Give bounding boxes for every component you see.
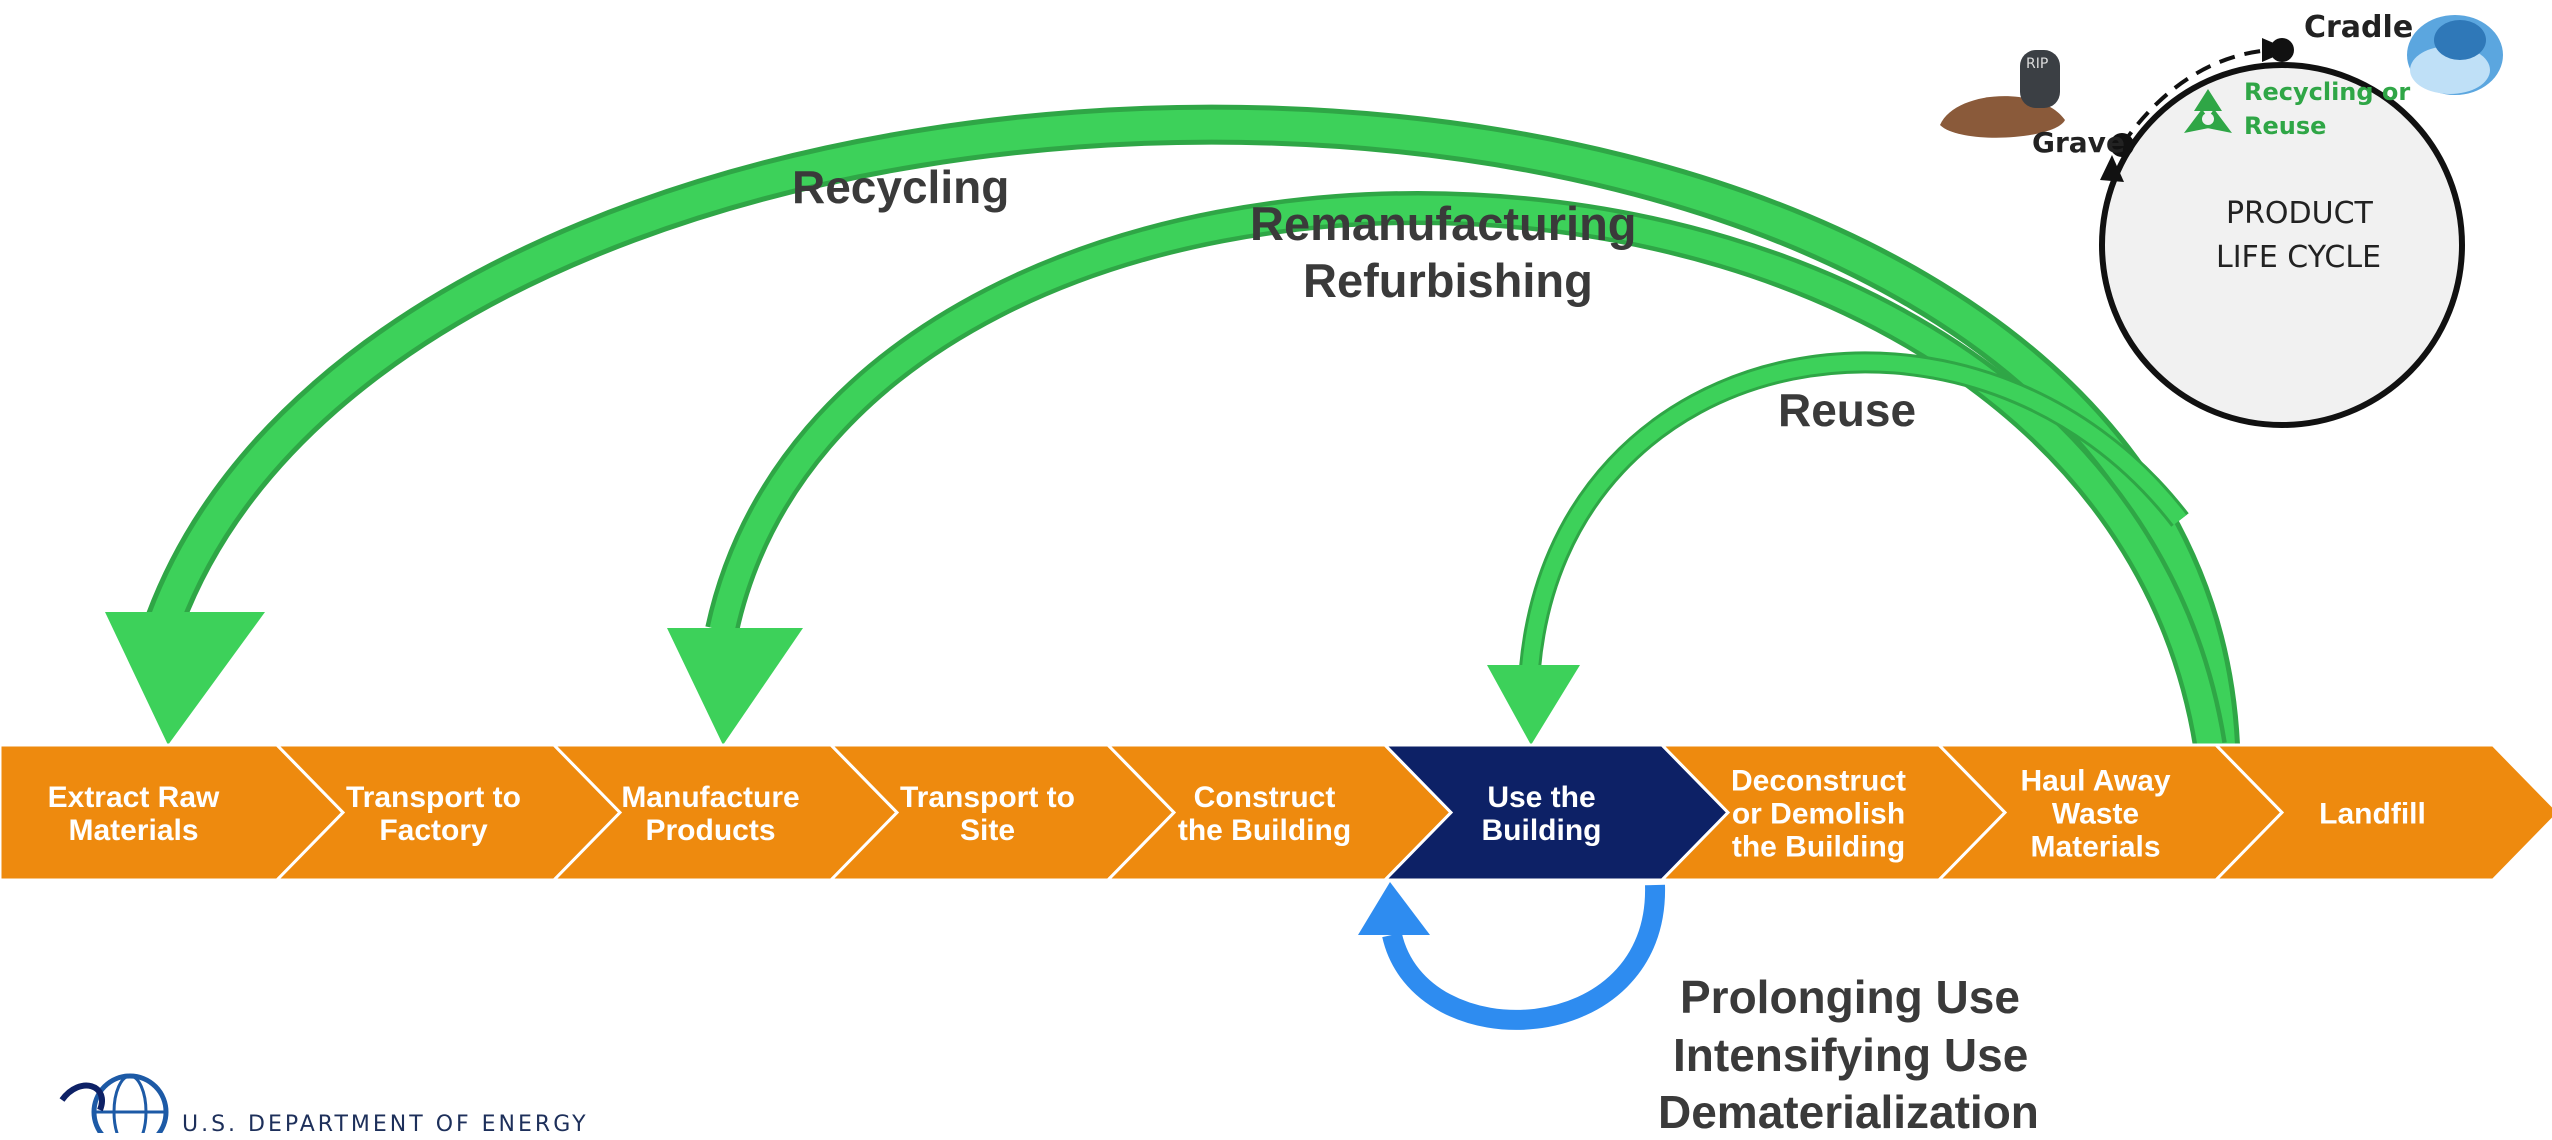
process-step-label-line: the Building: [1178, 814, 1351, 847]
remanufacturing-label: Remanufacturing: [1250, 197, 1637, 250]
recycle-dashed-arrow: [2120, 48, 2271, 147]
process-step-label-line: Site: [960, 814, 1015, 847]
cradle-label: Cradle: [2304, 10, 2414, 45]
reuse-label: Reuse: [1778, 384, 1917, 436]
process-step-label-line: Waste: [2052, 798, 2139, 831]
inset-center-line2: LIFE CYCLE: [2216, 240, 2382, 275]
process-step-label-line: Products: [645, 814, 775, 847]
product-life-cycle-inset: [1940, 15, 2503, 428]
prolonging-arrow: [1358, 882, 1666, 1030]
refurbishing-label: Refurbishing: [1303, 254, 1593, 307]
recycling-or-label: Recycling or: [2244, 78, 2411, 106]
reuse-arrow: [1487, 351, 2189, 745]
grave-label: Grave: [2032, 126, 2125, 159]
process-step-label-line: Materials: [2030, 831, 2160, 864]
process-step-label-line: Factory: [379, 814, 488, 847]
process-step-label-line: the Building: [1732, 831, 1905, 864]
process-step-label-line: Materials: [68, 814, 198, 847]
process-step-label-line: Deconstruct: [1731, 765, 1906, 798]
cradle-icon: [2407, 15, 2503, 95]
tombstone-text: RIP: [2026, 56, 2049, 72]
process-step-shape: [2212, 743, 2552, 882]
process-step-label: Landfill: [2319, 798, 2426, 831]
process-step-label-line: Use the: [1487, 781, 1595, 814]
dematerialization-label: Dematerialization: [1658, 1086, 2039, 1138]
remanufacturing-arrow: [667, 191, 2227, 748]
inset-center-line1: PRODUCT: [2226, 196, 2373, 231]
process-step-label-line: or Demolish: [1732, 798, 1905, 831]
doe-logo-icon: [59, 1073, 169, 1133]
process-step-label-line: Extract Raw: [48, 781, 220, 814]
doe-org-name: U.S. DEPARTMENT OF ENERGY: [182, 1112, 589, 1137]
grave-icon: [1940, 50, 2065, 138]
intensifying-use-label: Intensifying Use: [1673, 1029, 2029, 1081]
prolonging-use-label: Prolonging Use: [1680, 971, 2020, 1023]
process-step-label-line: Transport to: [346, 781, 521, 814]
cradle-dot: [2270, 38, 2294, 62]
process-step-label-line: Haul Away: [2020, 765, 2170, 798]
process-step-label-line: Manufacture: [621, 781, 799, 814]
process-step-label-line: Construct: [1194, 781, 1336, 814]
recycling-label: Recycling: [792, 161, 1010, 213]
life-cycle-circle: [2099, 62, 2465, 428]
grave-dot: [2110, 133, 2134, 157]
process-step-label-line: Building: [1482, 814, 1602, 847]
recycle-icon: [2184, 89, 2232, 133]
inset-reuse-label: Reuse: [2244, 112, 2327, 140]
process-step-label-line: Transport to: [900, 781, 1075, 814]
process-step-label-line: Landfill: [2319, 798, 2426, 831]
